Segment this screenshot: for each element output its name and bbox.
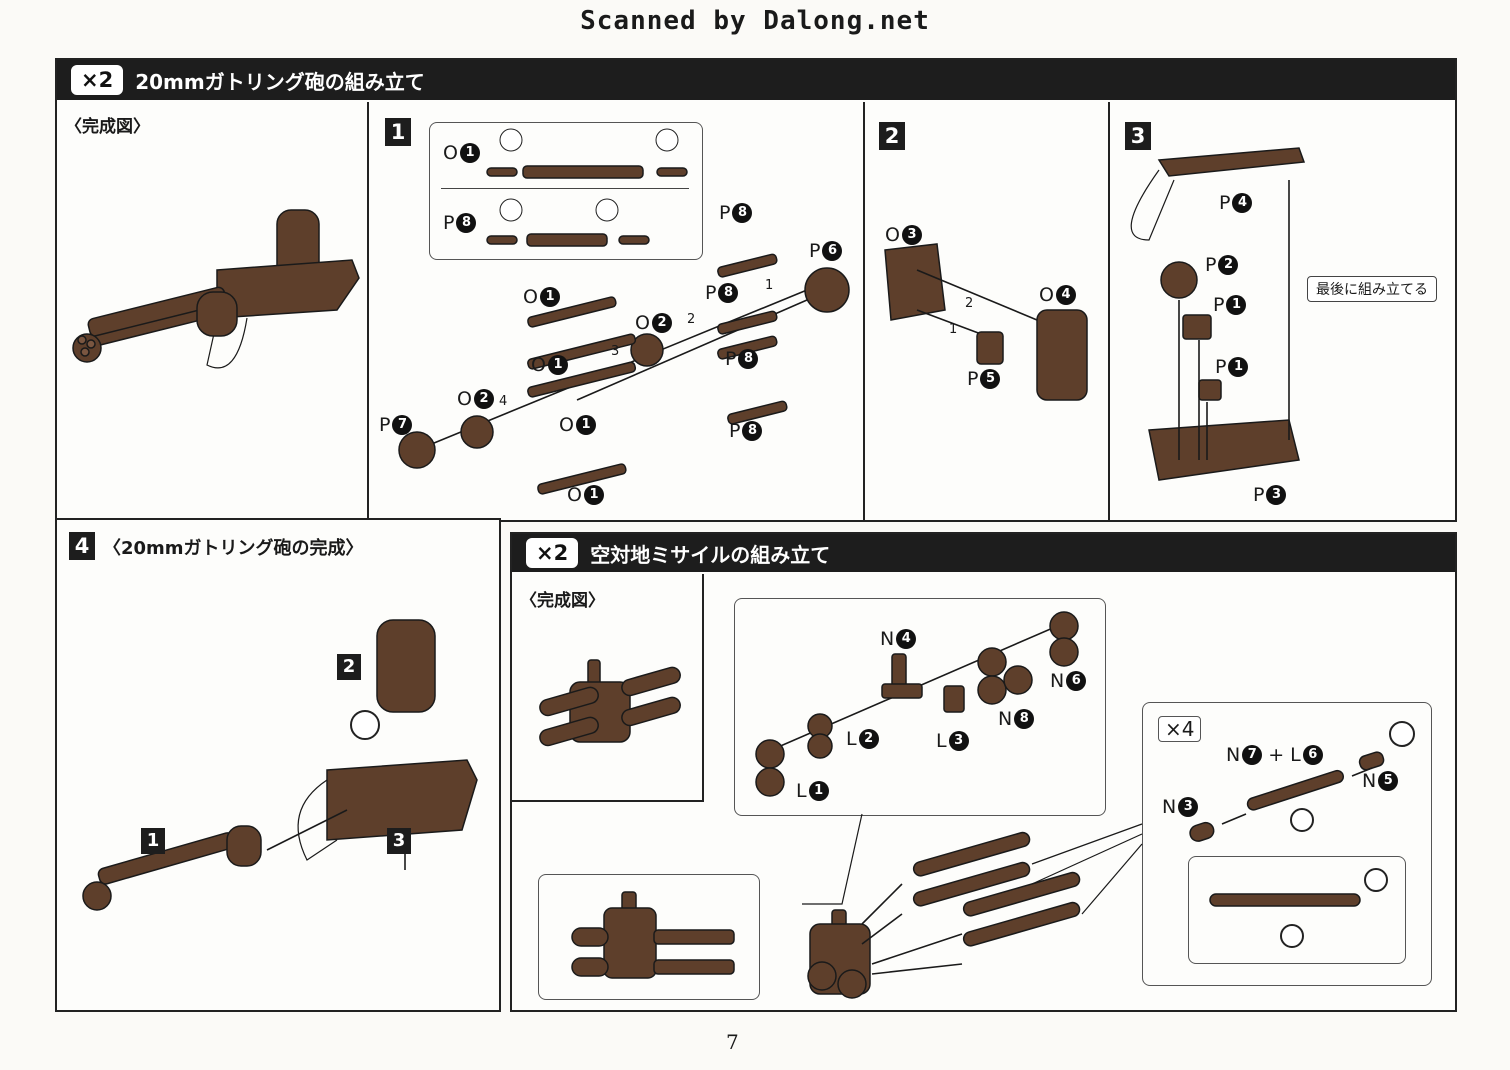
x4-detail-missile [1209,868,1388,948]
gatling-title: 20mmガトリング砲の組み立て [135,69,425,94]
part-group-3: 3 [387,828,411,854]
reference-shafts [486,128,688,247]
gatling-complete-label: 〈完成図〉 [65,117,150,137]
step-3-number: 3 [1125,122,1151,150]
missile-parts-box [734,598,1106,816]
order-marker-4: 4 [499,394,508,409]
step-2-illustration [884,243,1088,401]
scanned-by-watermark: Scanned by Dalong.net [580,6,930,36]
gatling-header-bar: ×2 20mmガトリング砲の組み立て [57,60,1455,100]
step-3-illustration [1130,147,1306,481]
missile-title: 空対地ミサイルの組み立て [590,542,831,567]
step-4-number: 4 [69,532,95,560]
step-1-exploded-view [398,253,850,495]
part-group-1: 1 [141,828,165,854]
gatling-count-badge: ×2 [71,65,124,95]
order-marker-1: 1 [765,278,774,293]
order-marker-2: 2 [687,312,696,327]
missile-complete-label: 〈完成図〉 [520,591,605,611]
x4-badge: ×4 [1158,716,1202,742]
divider [1108,102,1110,520]
step-4-illustration [82,619,478,911]
step-4-section: 4 〈20mmガトリング砲の完成〉 2 1 3 [55,518,501,1012]
completed-missile-illustration [539,659,681,747]
step-2-number: 2 [879,122,905,150]
completed-gatling-illustration [72,209,360,369]
complete-panel-border [512,574,704,802]
missile-header-bar: ×2 空対地ミサイルの組み立て [512,534,1455,572]
ref-divider [441,188,689,189]
missile-assembly [802,813,1143,999]
divider [863,102,865,520]
order-marker-1b: 1 [949,322,958,337]
order-marker-3: 3 [611,344,620,359]
missile-count-badge: ×2 [526,538,579,568]
divider [367,102,369,520]
step-4-title: 〈20mmガトリング砲の完成〉 [103,538,364,559]
order-marker-2b: 2 [965,296,974,311]
step-1-number: 1 [385,118,411,146]
part-group-2: 2 [337,654,361,680]
missile-rear-view [571,891,735,979]
page-number: 7 [726,1030,739,1054]
missile-parts-exploded [755,611,1079,797]
x4-missile-parts [1189,721,1415,842]
assemble-last-note: 最後に組み立てる [1307,276,1437,302]
